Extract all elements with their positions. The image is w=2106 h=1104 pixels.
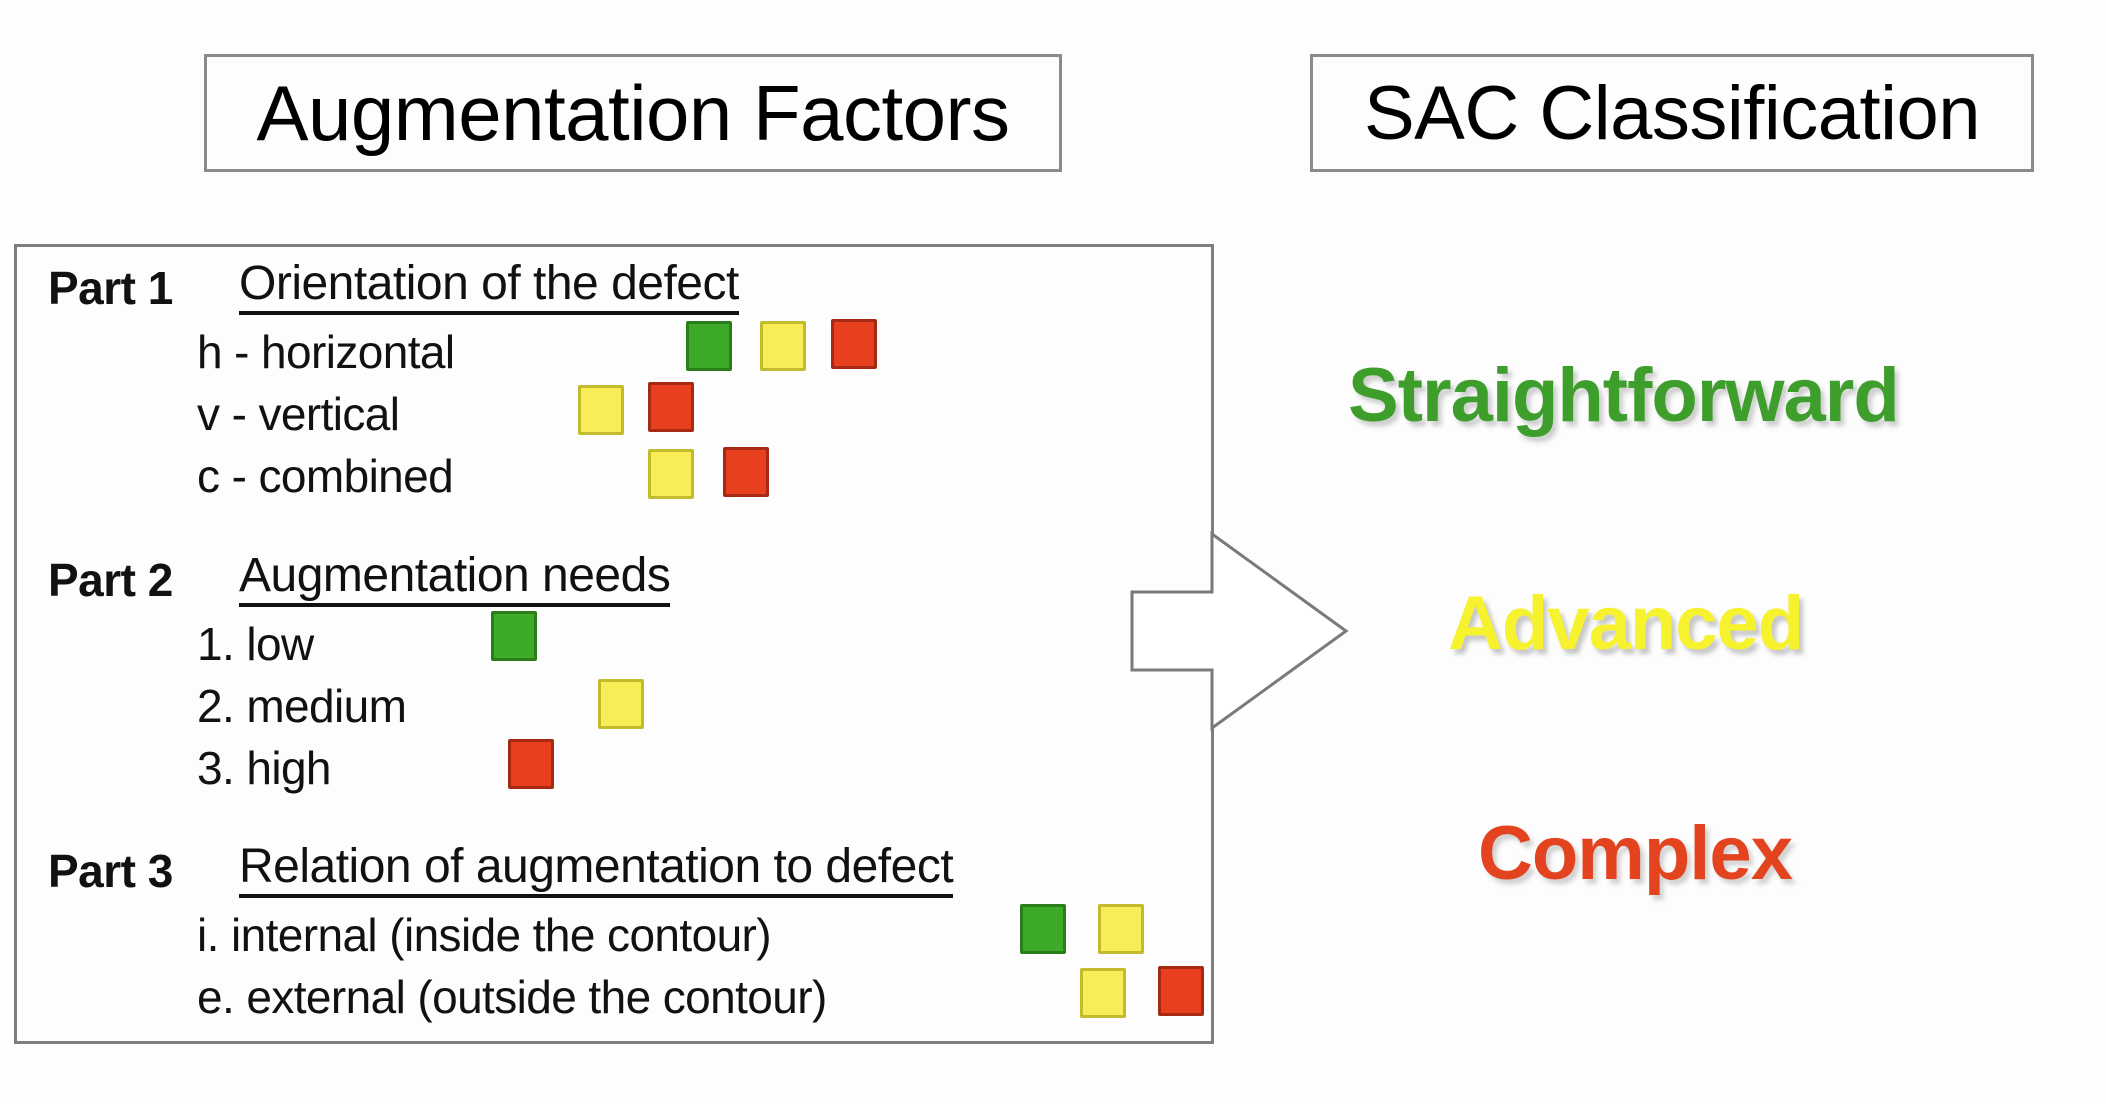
classification-advanced: Advanced (1448, 581, 1804, 666)
chip-red-vertical (648, 382, 694, 432)
part-3-title: Relation of augmentation to defect (239, 841, 954, 899)
part-2-block: Part 2 Augmentation needs 1. low 2. medi… (17, 539, 1211, 799)
option-row-vertical: v - vertical (17, 382, 1211, 445)
chip-green-low (491, 611, 537, 661)
classification-complex: Complex (1478, 811, 1793, 896)
option-row-horizontal: h - horizontal (17, 319, 1211, 383)
sac-classification-title-text: SAC Classification (1363, 70, 1981, 156)
option-row-medium: 2. medium (17, 675, 1211, 737)
part-3-block: Part 3 Relation of augmentation to defec… (17, 830, 1211, 1028)
option-label-vertical: v - vertical (197, 388, 400, 440)
part-1-heading: Part 1 Orientation of the defect (17, 247, 1211, 321)
option-label-low: 1. low (197, 618, 314, 670)
chip-red-horizontal (831, 319, 877, 369)
chip-yellow-combined (648, 449, 694, 499)
arrow-shape (1130, 531, 1349, 731)
chip-red-high (508, 739, 554, 789)
right-arrow-icon (1130, 531, 1349, 731)
part-2-heading: Part 2 Augmentation needs (17, 539, 1211, 613)
part-1-title: Orientation of the defect (239, 258, 739, 316)
option-label-internal: i. internal (inside the contour) (197, 909, 772, 961)
chip-yellow-internal (1098, 904, 1144, 954)
option-row-internal: i. internal (inside the contour) (17, 904, 1211, 966)
option-row-external: e. external (outside the contour) (17, 966, 1211, 1028)
augmentation-factors-title-box: Augmentation Factors (204, 54, 1062, 172)
chip-yellow-external (1080, 968, 1126, 1018)
part-3-heading: Part 3 Relation of augmentation to defec… (17, 830, 1211, 904)
chip-yellow-horizontal (760, 321, 806, 371)
chip-yellow-medium (598, 679, 644, 729)
option-row-combined: c - combined (17, 445, 1211, 507)
chip-yellow-vertical (578, 385, 624, 435)
option-label-horizontal: h - horizontal (197, 326, 455, 378)
option-label-combined: c - combined (197, 450, 454, 502)
option-row-high: 3. high (17, 737, 1211, 799)
part-2-label: Part 2 (48, 554, 173, 606)
part-1-label: Part 1 (48, 262, 173, 314)
classification-straightforward: Straightforward (1348, 353, 1900, 438)
option-row-low: 1. low (17, 611, 1211, 675)
chip-green-horizontal (686, 321, 732, 371)
augmentation-factors-title-text: Augmentation Factors (256, 68, 1010, 157)
chip-red-combined (723, 447, 769, 497)
sac-classification-title-box: SAC Classification (1310, 54, 2034, 172)
option-label-medium: 2. medium (197, 680, 407, 732)
chip-red-external (1158, 966, 1204, 1016)
part-3-label: Part 3 (48, 845, 173, 897)
chip-green-internal (1020, 904, 1066, 954)
option-label-external: e. external (outside the contour) (197, 971, 827, 1023)
option-label-high: 3. high (197, 742, 332, 794)
augmentation-factors-panel: Part 1 Orientation of the defect h - hor… (14, 244, 1214, 1044)
part-2-title: Augmentation needs (239, 550, 671, 608)
part-1-block: Part 1 Orientation of the defect h - hor… (17, 247, 1211, 507)
